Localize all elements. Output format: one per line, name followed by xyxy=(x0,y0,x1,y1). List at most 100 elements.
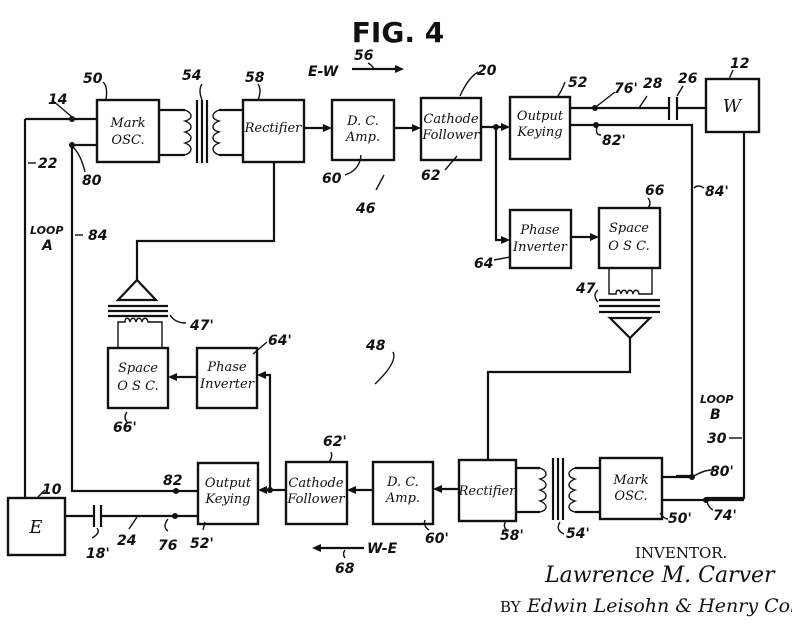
ref-60: 60 xyxy=(322,171,342,187)
capacitor-18p xyxy=(92,505,103,527)
ref-76: 76 xyxy=(158,538,178,554)
leader-60 xyxy=(344,154,362,176)
loop-a-label-1: LOOP xyxy=(30,224,63,237)
terminal-80p xyxy=(689,474,695,480)
direction-label-we: W-E xyxy=(367,541,398,557)
arrow-48 xyxy=(374,351,395,385)
arrow-head xyxy=(347,486,356,494)
arrow-head xyxy=(501,236,510,244)
leader-76p xyxy=(596,91,616,107)
arrow-head xyxy=(412,124,421,132)
ref-74p: 74' xyxy=(713,508,737,524)
ref-64: 64 xyxy=(474,256,493,272)
ref-68: 68 xyxy=(335,561,355,577)
ref-84p: 84' xyxy=(705,184,729,200)
leader-58p xyxy=(503,520,509,532)
leader-18p xyxy=(91,527,99,539)
inventor-heading: INVENTOR. xyxy=(635,544,727,562)
ref-47: 47 xyxy=(575,281,596,297)
leader-52p xyxy=(202,521,206,531)
mark-osc-top-label-2: OSC. xyxy=(111,133,144,148)
space-osc-left-label-2: O S C. xyxy=(117,379,158,394)
terminal-76 xyxy=(172,513,178,519)
leader-10 xyxy=(36,489,46,499)
ref-48: 48 xyxy=(365,338,386,354)
space-osc-left-block: Space O S C. xyxy=(106,346,170,410)
figure-title: FIG. 4 xyxy=(352,16,444,49)
antenna-47p xyxy=(115,278,159,302)
output-keying-top-block: Output Keying xyxy=(508,95,572,161)
leader-50 xyxy=(102,81,108,101)
coil-core-47 xyxy=(599,298,660,314)
ref-22: 22 xyxy=(38,156,57,172)
attorney-signature: Edwin Leisohn & Henry Cohen xyxy=(526,595,792,617)
arrow-head xyxy=(258,486,267,494)
ref-58p: 58' xyxy=(500,528,524,544)
ref-54p: 54' xyxy=(566,526,590,542)
mark-osc-bottom-label-2: OSC. xyxy=(614,489,647,504)
leader-47p xyxy=(169,314,187,324)
mark-osc-bottom-label-1: Mark xyxy=(612,473,648,488)
leader-12 xyxy=(728,69,734,80)
loop-a-label-2: A xyxy=(41,238,53,254)
leader-47 xyxy=(594,289,599,303)
leader-66 xyxy=(647,197,651,209)
cathode-follower-bottom-label-2: Follower xyxy=(286,492,345,507)
arrow-head xyxy=(395,65,404,73)
ref-66p: 66' xyxy=(113,420,137,436)
antenna-47 xyxy=(607,316,653,340)
arrow-head xyxy=(433,485,442,493)
ref-52: 52 xyxy=(568,75,587,91)
loop-b-label-1: LOOP xyxy=(700,393,733,406)
ref-18p: 18' xyxy=(86,546,110,562)
phase-inverter-left-block: Phase Inverter xyxy=(195,346,259,410)
ref-47p: 47' xyxy=(189,318,214,334)
cathode-follower-top-label-1: Cathode xyxy=(423,112,478,127)
attorney-by: BY xyxy=(500,598,522,616)
ref-80p: 80' xyxy=(710,464,734,480)
cathode-follower-bottom-block: Cathode Follower xyxy=(284,460,349,526)
cathode-follower-top-label-2: Follower xyxy=(421,128,480,143)
output-keying-top-label-1: Output xyxy=(517,109,564,124)
arrow-head xyxy=(168,373,177,381)
output-keying-bottom-label-1: Output xyxy=(205,476,252,491)
leader-68 xyxy=(342,549,346,559)
terminal-76p xyxy=(592,105,598,111)
leader-82-76 xyxy=(164,518,169,532)
phase-inverter-left-label-2: Inverter xyxy=(199,377,255,392)
leader-20 xyxy=(459,71,479,97)
phase-inverter-right-label-2: Inverter xyxy=(512,240,568,255)
terminal-74p xyxy=(703,497,709,503)
ref-12: 12 xyxy=(730,56,749,72)
space-osc-left-label-1: Space xyxy=(118,361,158,376)
wire-to-pi-left xyxy=(261,373,272,490)
dc-amp-top-block: D. C. Amp. xyxy=(330,98,396,162)
ref-76p: 76' xyxy=(614,81,638,97)
wire-47-to-rectifier-bottom xyxy=(486,338,632,462)
coil-47p xyxy=(117,317,163,348)
ref-80: 80 xyxy=(82,173,102,189)
e-station-block: E xyxy=(6,496,67,557)
leader-74p xyxy=(706,501,714,511)
ref-24: 24 xyxy=(117,533,136,549)
arrow-head xyxy=(312,544,321,552)
mark-osc-top-label-1: Mark xyxy=(109,116,145,131)
leader-64 xyxy=(493,256,511,261)
leader-58 xyxy=(257,83,261,101)
coil-47 xyxy=(608,268,653,295)
rectifier-bottom-block: Rectifier xyxy=(458,458,518,523)
dc-amp-top-label-2: Amp. xyxy=(345,130,380,145)
rectifier-top-block: Rectifier xyxy=(241,98,306,164)
dc-amp-bottom-label-2: Amp. xyxy=(385,491,420,506)
arrow-head xyxy=(501,123,510,131)
dc-amp-bottom-block: D. C. Amp. xyxy=(371,460,435,526)
leader-60p xyxy=(423,519,430,531)
cathode-follower-top-block: Cathode Follower xyxy=(419,96,483,162)
leader-56 xyxy=(367,62,375,70)
phase-inverter-left-label-1: Phase xyxy=(206,360,247,375)
output-keying-bottom-block: Output Keying xyxy=(196,461,260,526)
ref-46: 46 xyxy=(355,201,376,217)
rectifier-top-label: Rectifier xyxy=(244,121,303,136)
junction-dot xyxy=(267,487,273,493)
mark-osc-bottom-block: Mark OSC. xyxy=(598,456,664,521)
